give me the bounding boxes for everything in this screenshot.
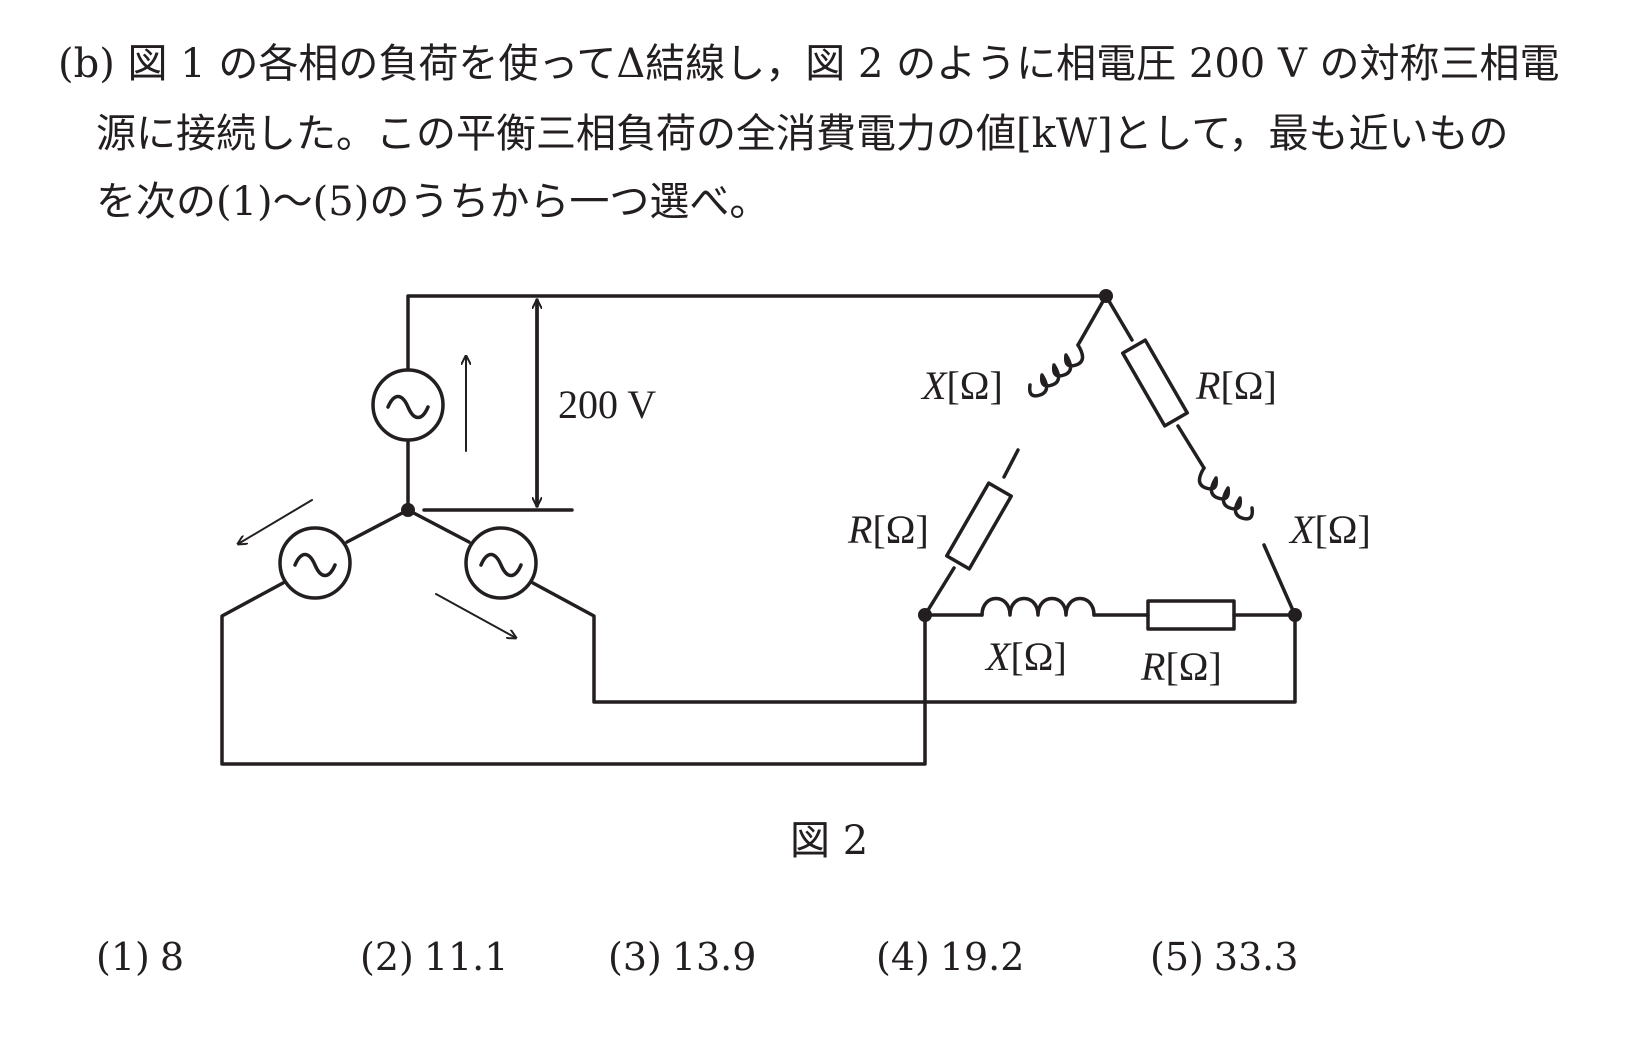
question-line-1: (b) 図 1 の各相の負荷を使ってΔ結線し，図 2 のように相電圧 200 V… bbox=[58, 41, 1560, 87]
choice-value: 11.1 bbox=[423, 935, 509, 979]
figure-caption: 図 2 bbox=[790, 818, 869, 864]
choice-value: 33.3 bbox=[1213, 935, 1299, 979]
resistance-label-right-top: R[Ω] bbox=[1195, 363, 1277, 408]
sine-wave-icon bbox=[479, 552, 523, 578]
voltage-label: 200 V bbox=[558, 382, 656, 427]
reactance-label-bottom: X[Ω] bbox=[984, 634, 1067, 679]
sine-wave-icon bbox=[386, 394, 430, 420]
wire-neutral-right bbox=[406, 508, 471, 544]
phase-arrow-left-icon bbox=[238, 499, 313, 544]
wire-left-source bbox=[220, 581, 927, 766]
delta-bottom-left-node-dot bbox=[918, 608, 932, 622]
resistor-right-branch bbox=[1120, 338, 1190, 428]
delta-bottom-inductor bbox=[980, 596, 1096, 617]
choice-number: (3) bbox=[608, 935, 662, 979]
choice-1[interactable]: (1)8 bbox=[96, 935, 184, 979]
delta-bottom-right-node-dot bbox=[1288, 608, 1302, 622]
choice-number: (2) bbox=[360, 935, 414, 979]
choice-3[interactable]: (3)13.9 bbox=[608, 935, 756, 979]
question-line-3: を次の(1)～(5)のうちから一つ選べ。 bbox=[96, 179, 770, 225]
neutral-junction-dot bbox=[401, 503, 415, 517]
delta-left-inductor bbox=[1027, 343, 1085, 398]
delta-right-wire-c bbox=[1262, 543, 1297, 617]
wire-neutral-left bbox=[345, 508, 410, 544]
delta-left-wire-c bbox=[923, 566, 956, 617]
delta-right-wire-b bbox=[1176, 424, 1206, 470]
resistance-label-bottom: R[Ω] bbox=[1140, 644, 1222, 689]
choice-5[interactable]: (5)33.3 bbox=[1150, 935, 1298, 979]
question-line-2: 源に接続した。この平衡三相負荷の全消費電力の値[kW]として，最も近いもの bbox=[96, 111, 1509, 157]
wire-top bbox=[406, 294, 1108, 380]
delta-top-node-dot bbox=[1099, 289, 1113, 303]
sine-wave-icon bbox=[293, 552, 337, 578]
choice-4[interactable]: (4)19.2 bbox=[876, 935, 1024, 979]
phase-arrow-right-icon bbox=[435, 593, 516, 638]
delta-right-inductor bbox=[1197, 466, 1255, 521]
wire-right-source bbox=[531, 581, 1297, 704]
choice-value: 8 bbox=[159, 935, 185, 979]
delta-right-wire-a bbox=[1104, 294, 1134, 342]
delta-left-wire-b bbox=[1002, 448, 1020, 479]
reactance-label-right-lower: X[Ω] bbox=[1288, 507, 1371, 552]
choice-number: (5) bbox=[1150, 935, 1204, 979]
choice-number: (4) bbox=[876, 935, 930, 979]
reactance-label-left: X[Ω] bbox=[920, 363, 1003, 408]
resistance-label-left-lower: R[Ω] bbox=[847, 507, 929, 552]
choice-value: 19.2 bbox=[939, 935, 1025, 979]
resistor-left-branch bbox=[944, 481, 1014, 571]
choice-value: 13.9 bbox=[671, 935, 757, 979]
resistor-bottom-branch bbox=[1146, 599, 1236, 631]
delta-left-wire-a bbox=[1076, 294, 1108, 347]
choice-number: (1) bbox=[96, 935, 150, 979]
choice-2[interactable]: (2)11.1 bbox=[360, 935, 508, 979]
